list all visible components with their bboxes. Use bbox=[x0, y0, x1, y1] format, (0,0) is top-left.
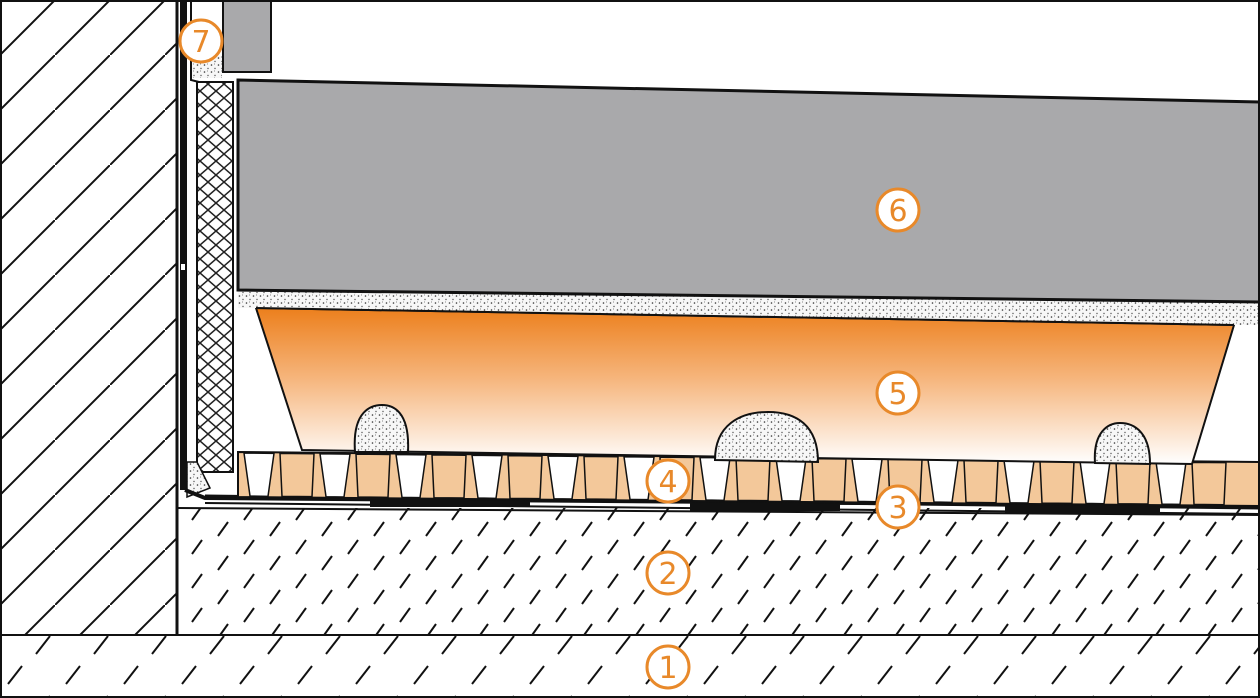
matting-cell bbox=[811, 457, 847, 503]
matting-cell bbox=[775, 457, 807, 502]
matting-cell bbox=[1191, 461, 1227, 506]
callout-3-label: 3 bbox=[888, 491, 907, 526]
matting-cell bbox=[851, 458, 883, 503]
matting-cell bbox=[583, 455, 619, 501]
wall bbox=[0, 0, 178, 636]
matting-cell bbox=[319, 453, 351, 498]
wall-membrane-gap bbox=[181, 264, 185, 270]
matting-cell bbox=[395, 453, 427, 499]
matting-cell bbox=[279, 452, 315, 498]
callout-4-label: 4 bbox=[658, 465, 677, 500]
callout-7: 7 bbox=[178, 18, 224, 64]
callout-6-label: 6 bbox=[888, 194, 907, 229]
callout-6: 6 bbox=[875, 187, 921, 233]
tile-adhesive bbox=[238, 290, 1260, 325]
matting-cell bbox=[1155, 461, 1187, 506]
matting-cell bbox=[1003, 459, 1035, 504]
matting-cells bbox=[243, 452, 1227, 506]
callout-1: 1 bbox=[645, 644, 691, 690]
edge-insulation-strip bbox=[196, 81, 234, 473]
matting-cell bbox=[735, 457, 771, 502]
concrete-slab bbox=[0, 634, 1260, 698]
bedding-top-line bbox=[255, 307, 1235, 326]
mortar-dab-3 bbox=[1093, 421, 1152, 466]
matting-cell bbox=[699, 456, 731, 502]
callout-4: 4 bbox=[645, 458, 691, 504]
matting-cell bbox=[963, 459, 999, 504]
matting-cell bbox=[243, 452, 275, 498]
corner-sealant bbox=[186, 461, 212, 499]
mortar-dab-1 bbox=[353, 403, 410, 453]
callout-2-label: 2 bbox=[658, 557, 677, 592]
callout-2: 2 bbox=[645, 550, 691, 596]
wall-membrane bbox=[180, 0, 187, 490]
matting-cell bbox=[927, 458, 959, 504]
mortar-dab-2 bbox=[713, 410, 820, 464]
matting-cell bbox=[431, 454, 467, 499]
matting-cell bbox=[471, 454, 503, 500]
callout-5-label: 5 bbox=[888, 377, 907, 412]
matting-cell bbox=[547, 455, 579, 500]
skirting-board bbox=[222, 0, 272, 73]
screed-layer bbox=[177, 508, 1260, 635]
tile-layer bbox=[236, 78, 1260, 304]
matting-cell bbox=[507, 454, 543, 500]
matting-cell bbox=[1079, 460, 1111, 505]
callout-3: 3 bbox=[875, 484, 921, 530]
callout-5: 5 bbox=[875, 370, 921, 416]
callout-7-label: 7 bbox=[191, 25, 210, 60]
matting-cell bbox=[623, 455, 655, 501]
matting-cell bbox=[355, 453, 391, 499]
matting-cell bbox=[1115, 460, 1151, 505]
callout-1-label: 1 bbox=[658, 651, 677, 686]
matting-cell bbox=[1039, 460, 1075, 505]
